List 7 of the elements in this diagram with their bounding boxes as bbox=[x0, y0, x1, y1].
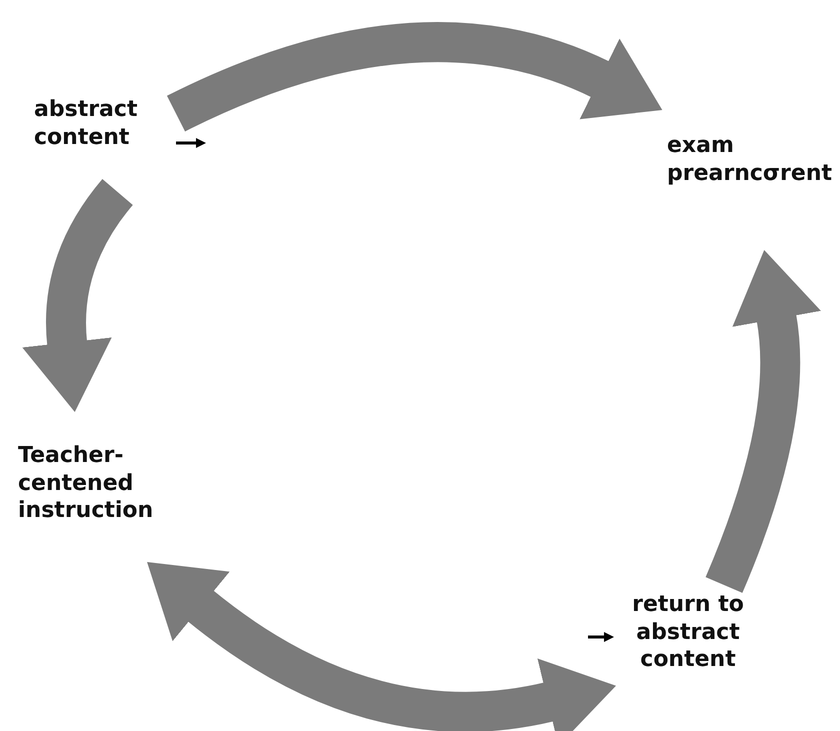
arrow bbox=[167, 22, 664, 132]
node-label: exam prearncσrent bbox=[655, 110, 837, 250]
node-label: return to abstract content bbox=[616, 585, 760, 697]
node-label: Teacher- centened instruction bbox=[16, 412, 184, 562]
node-label: abstract content bbox=[30, 80, 176, 192]
arrow bbox=[146, 564, 617, 731]
arrow bbox=[706, 250, 822, 593]
